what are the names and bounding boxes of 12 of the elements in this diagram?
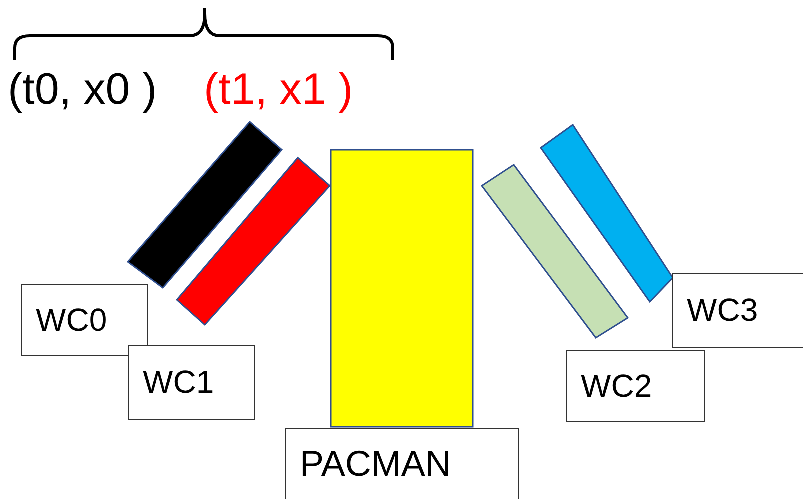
detector-bar [540, 124, 674, 304]
label-box: WC1 [128, 345, 255, 420]
label-box: WC3 [672, 273, 803, 348]
detector-bar [126, 120, 284, 290]
coordinate-label: (t1, x1 ) [204, 68, 354, 112]
label-box: WC2 [566, 350, 705, 422]
coordinate-label: (t0, x0 ) [8, 68, 158, 112]
label-box: WC0 [21, 284, 148, 356]
magnet-block [330, 149, 474, 428]
label-box: PACMAN [285, 428, 519, 499]
detector-bar [176, 156, 332, 326]
detector-bar [480, 164, 630, 339]
